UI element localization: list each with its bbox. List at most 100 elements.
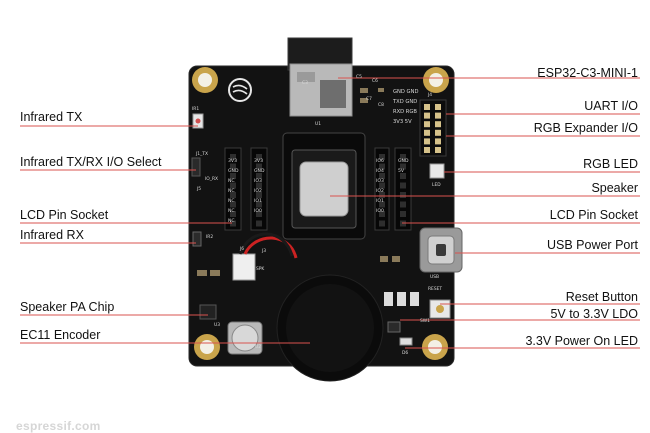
right-silk-label-b: GND — [398, 158, 409, 164]
label-ec11-encoder: EC11 Encoder — [20, 328, 101, 342]
left-socket-pin — [256, 182, 262, 189]
mounting-hole-top-right — [423, 67, 449, 93]
uart-pin — [424, 129, 430, 136]
label-speaker: Speaker — [591, 181, 638, 195]
left-socket-pin — [256, 220, 262, 227]
left-silk-label-b: IO1 — [254, 198, 262, 204]
right-silk-label: IO1 — [376, 198, 384, 204]
resistor-near-module — [378, 88, 384, 92]
uart-silk-row: TXD GND — [392, 99, 417, 105]
label-rgb-expander-io: RGB Expander I/O — [533, 121, 638, 135]
left-silk-label: NC — [228, 188, 235, 194]
infrared-tx-dot — [195, 118, 201, 124]
rgb-led — [429, 163, 445, 179]
label-reset-button: Reset Button — [565, 290, 638, 304]
mounting-hole-bottom-right — [422, 334, 448, 360]
component-ref-label: SW1 — [420, 318, 430, 324]
right-socket-pin — [400, 192, 406, 198]
leader-lines — [20, 77, 640, 349]
right-silk-label-b: 5V — [398, 168, 405, 174]
label-lcd-pin-socket-right: LCD Pin Socket — [549, 208, 638, 222]
left-silk-label-b: 3V3 — [254, 158, 263, 164]
mounting-hole-top-left — [192, 67, 218, 93]
component-ref-label: IO_RX — [205, 176, 218, 182]
uart-pin — [435, 121, 441, 128]
left-socket-pin — [230, 182, 236, 189]
left-silk-label-b: IO2 — [254, 188, 262, 194]
component-ref-label: C8 — [378, 102, 384, 108]
infrared-rx — [192, 231, 202, 247]
label-esp32-module: ESP32-C3-MINI-1 — [537, 66, 638, 80]
right-socket-pin — [379, 163, 385, 170]
left-silk-label-b: IO0 — [254, 208, 262, 214]
right-silk-label: IO4 — [376, 168, 384, 174]
uart-pin — [435, 138, 441, 145]
component-ref-label: USB — [430, 274, 439, 280]
right-socket-pin — [400, 201, 406, 208]
right-socket-pin — [379, 154, 385, 160]
component-ref-label: J3 — [261, 248, 266, 254]
label-infrared-io-select: Infrared TX/RX I/O Select — [20, 155, 162, 169]
component-ref-label: SPK — [256, 266, 264, 272]
label-usb-power-port: USB Power Port — [546, 238, 638, 252]
right-socket-pin — [379, 211, 385, 217]
capacitor-c6 — [360, 88, 368, 93]
capacitor-c7 — [360, 98, 368, 103]
misc-resistor-3 — [380, 256, 388, 262]
left-socket-pin — [230, 201, 236, 208]
component-ref-label: J6 — [239, 246, 244, 252]
label-infrared-rx: Infrared RX — [20, 228, 84, 242]
right-silk-label: IO6 — [376, 158, 384, 164]
usb-c-port — [419, 227, 463, 273]
label-lcd-pin-socket-left: LCD Pin Socket — [20, 208, 109, 222]
left-silk-label-b: GND — [254, 168, 265, 174]
label-power-led: 3.3V Power On LED — [525, 334, 638, 348]
right-socket-pin — [400, 211, 406, 217]
electrolytic-capacitor — [227, 321, 263, 355]
left-silk-label: NC — [228, 218, 235, 224]
misc-resistor-2 — [210, 270, 220, 276]
uart-pin — [424, 138, 430, 145]
left-socket-pin — [230, 163, 236, 170]
left-socket-pin — [256, 192, 262, 198]
right-socket-pin — [400, 163, 406, 170]
espressif-logo-icon — [228, 78, 252, 102]
component-ref-label: U1 — [315, 121, 321, 127]
component-ref-label: IR2 — [206, 234, 213, 240]
label-speaker-pa-chip: Speaker PA Chip — [20, 300, 115, 314]
left-silk-label: NC — [228, 198, 235, 204]
left-socket-pin — [256, 201, 262, 208]
left-socket-pin — [256, 163, 262, 170]
component-ref-label: J1_TX — [195, 151, 208, 157]
left-silk-label: GND — [228, 168, 239, 174]
component-ref-label: C7 — [366, 96, 372, 102]
speaker-unit — [282, 132, 366, 240]
ec11-encoder-knob — [276, 274, 384, 382]
misc-resistor-1 — [197, 270, 207, 276]
left-socket-pin — [230, 173, 236, 179]
uart-pin — [424, 121, 430, 128]
label-ldo: 5V to 3.3V LDO — [550, 307, 638, 321]
right-socket-pin — [400, 173, 406, 179]
right-socket-pin — [379, 182, 385, 189]
left-socket-pin — [230, 192, 236, 198]
right-silk-label: IO2 — [376, 188, 384, 194]
uart-pin — [435, 104, 441, 110]
component-ref-label: IR1 — [192, 106, 199, 112]
watermark: espressif.com — [16, 419, 101, 433]
left-silk-label: NC — [228, 208, 235, 214]
uart-silk-row: 3V3 5V — [393, 119, 412, 125]
right-socket-pin — [379, 220, 385, 227]
left-socket-pin — [256, 211, 262, 217]
power-led — [399, 337, 413, 346]
component-ref-label: C3 — [302, 80, 308, 86]
uart-silk-row: GND GND — [393, 89, 418, 95]
right-socket-pin — [379, 201, 385, 208]
uart-pin — [424, 147, 430, 153]
right-silk-label: IO3 — [376, 178, 384, 184]
label-uart-io: UART I/O — [584, 99, 638, 113]
